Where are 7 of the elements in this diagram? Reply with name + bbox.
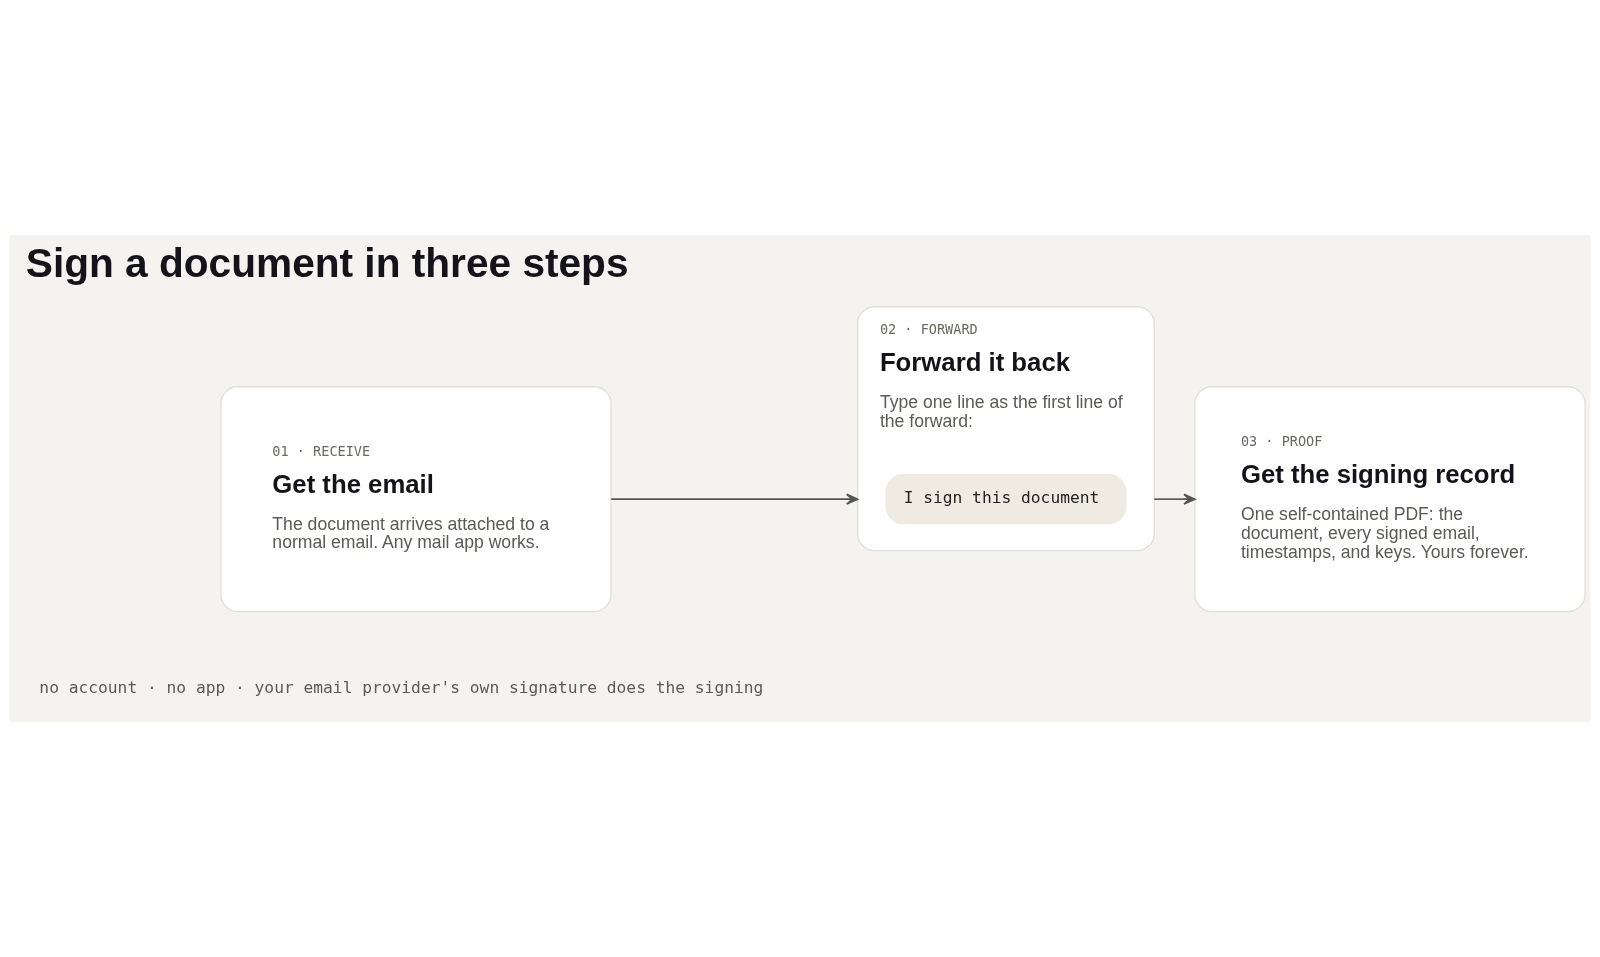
- node-box: 03 · PROOF Get the signing record One self-contained PDF: the document, every signed email, timestamps, and keys. Yours forever.: [1194, 386, 1586, 613]
- arrow: [1153, 493, 1196, 505]
- node-box: 01 · RECEIVE Get the email The document arrives attached to a normal email. Any mail app works.: [220, 386, 612, 613]
- diagram-title: Sign a document in three steps: [25, 239, 629, 286]
- label: no account · no app · your email provider's own signature does the signing: [39, 678, 764, 698]
- node-box: I sign this document: [885, 474, 1127, 525]
- arrow: [610, 493, 859, 505]
